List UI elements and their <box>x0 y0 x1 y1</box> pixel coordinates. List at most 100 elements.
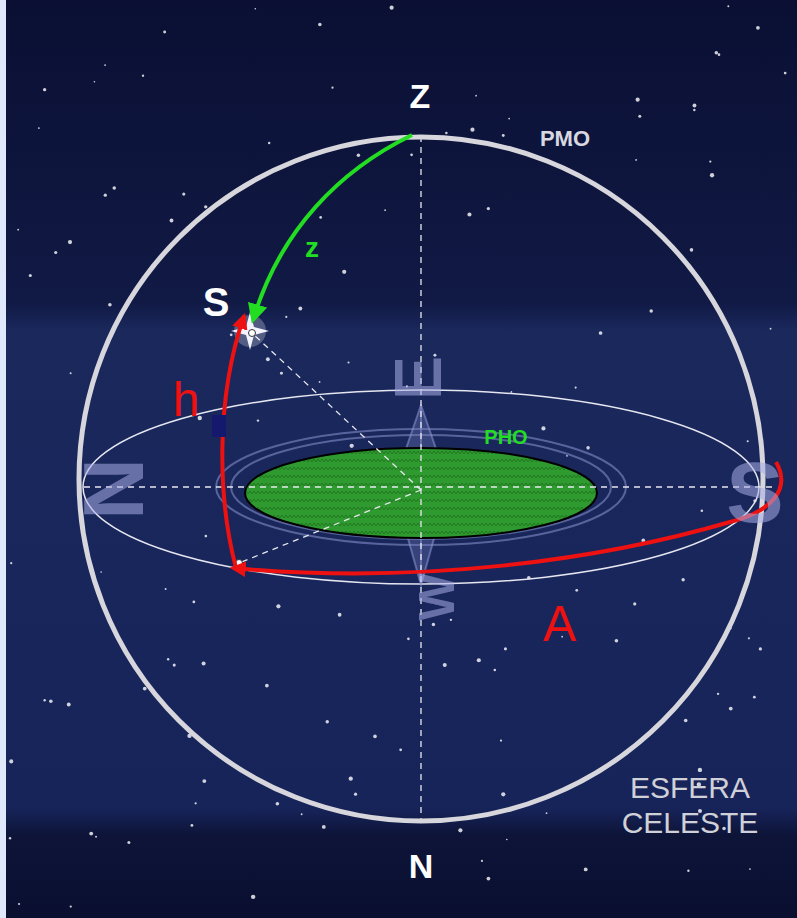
star-dot <box>104 64 106 66</box>
star-dot <box>70 905 72 907</box>
star-dot <box>635 159 637 161</box>
star-dot <box>508 118 510 120</box>
star-dot <box>319 216 322 219</box>
star-dot <box>202 779 206 783</box>
small-marker <box>212 415 226 437</box>
star-dot <box>202 662 206 666</box>
altitude-arc <box>222 316 244 568</box>
star-dot <box>432 623 435 626</box>
star-dot <box>104 194 107 197</box>
star-dot <box>481 860 483 862</box>
star-dot <box>9 759 13 763</box>
compass-letter: N <box>70 458 156 520</box>
caption-label: ESFERA CELESTE <box>605 771 775 840</box>
star-dot <box>254 8 256 10</box>
star-dot <box>487 207 490 210</box>
star-dot <box>204 205 207 208</box>
star-dot <box>729 707 733 711</box>
star-dot <box>684 719 688 723</box>
star-dot <box>756 26 760 30</box>
star-dot <box>192 601 195 604</box>
star-dot <box>494 669 497 672</box>
azimuth-arc <box>233 462 781 573</box>
star-dot <box>350 444 354 448</box>
star-dot <box>142 74 144 76</box>
star-dot <box>458 828 462 832</box>
star-dot <box>748 637 750 639</box>
star-dot <box>68 240 72 244</box>
plane-label: PHO <box>484 427 527 447</box>
star-dot <box>173 664 176 667</box>
star-dot <box>443 663 447 667</box>
star-dot <box>298 307 302 311</box>
star-dot <box>749 868 751 870</box>
star-dot <box>759 647 762 650</box>
star-dot <box>170 219 174 223</box>
celestial-sphere <box>79 137 763 821</box>
zenith-distance-label: z <box>305 234 319 262</box>
star-dot <box>373 735 377 739</box>
zenith-distance-arc <box>253 135 412 320</box>
star-dot <box>445 132 448 135</box>
compass-letter: W <box>412 573 462 620</box>
star-dot <box>10 562 12 564</box>
star-dot <box>29 274 32 277</box>
star-dot <box>190 824 193 827</box>
star-dot <box>753 696 756 699</box>
star-dot <box>399 748 402 751</box>
star-dot <box>566 455 568 457</box>
star-dot <box>584 868 588 872</box>
star-dot <box>268 142 270 144</box>
star-label: S <box>203 282 230 322</box>
star-dot <box>112 186 115 189</box>
star-dot <box>143 687 147 691</box>
star-dot <box>500 739 502 741</box>
star-dot <box>67 703 71 707</box>
star-dot <box>615 639 619 643</box>
star-dot <box>357 154 360 157</box>
star-dot <box>163 30 166 33</box>
star-dot <box>709 160 711 162</box>
star-dot <box>727 5 729 7</box>
star-dot <box>70 372 72 374</box>
star-dot <box>331 87 333 89</box>
star-dot <box>257 419 259 421</box>
nadir-label: N <box>409 849 434 883</box>
star-dot <box>633 602 636 605</box>
star-dot <box>407 638 410 641</box>
star-dot <box>506 839 508 841</box>
star-dot <box>100 571 102 573</box>
star-dot <box>342 270 346 274</box>
star-dot <box>701 509 704 512</box>
star-dot <box>470 128 474 132</box>
star-dot <box>318 23 322 27</box>
star-dot <box>638 115 641 118</box>
star-dot <box>599 331 603 335</box>
star-dot <box>127 841 130 844</box>
star-dot <box>195 802 197 804</box>
left-strip <box>0 0 6 918</box>
compass-letter: S <box>726 449 783 535</box>
star-dot <box>784 72 787 75</box>
azimuth-label: A <box>543 599 576 649</box>
star-dot <box>718 53 721 56</box>
star-dot <box>338 613 342 617</box>
star-dot <box>276 802 280 806</box>
star-dot <box>575 387 577 389</box>
star-dot <box>475 95 477 97</box>
star-dot <box>487 877 491 881</box>
zenith-label: Z <box>410 79 431 113</box>
star-dot <box>301 813 303 815</box>
star-dot <box>89 832 93 836</box>
star-dot <box>390 6 394 10</box>
star-dot <box>95 836 97 838</box>
plane-label: PMO <box>540 128 590 150</box>
altitude-label: h <box>173 376 200 424</box>
star-dot <box>710 173 714 177</box>
star-dot <box>17 229 19 231</box>
star-dot <box>108 303 112 307</box>
star-dot <box>477 658 481 662</box>
